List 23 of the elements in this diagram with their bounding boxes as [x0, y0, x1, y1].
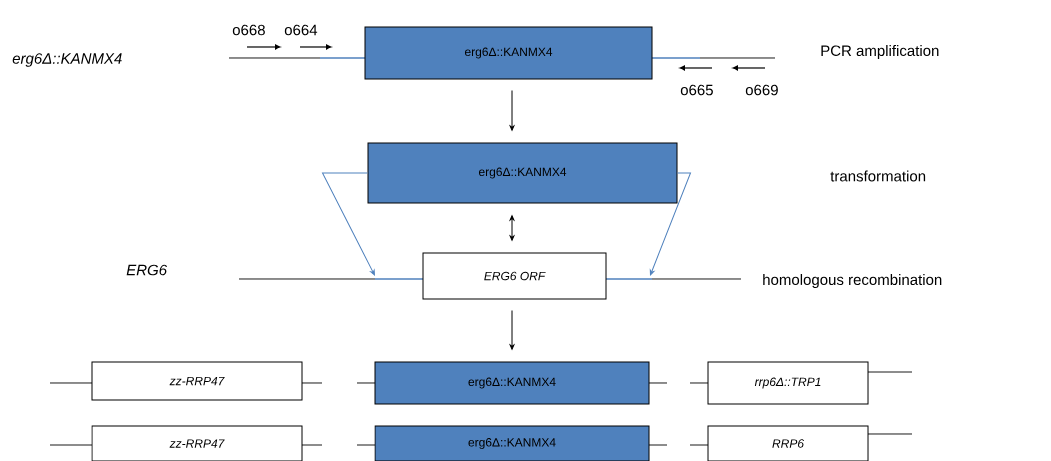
label-text: PCR amplification	[821, 45, 939, 59]
arrow	[509, 215, 515, 241]
gene-box: erg6Δ::KANMX4	[364, 26, 653, 80]
label-text: ERG6	[126, 264, 168, 276]
label-text: erg6Δ::KANMX4	[12, 53, 122, 67]
gene-box: erg6Δ::KANMX4	[367, 142, 678, 204]
gene-box: zz-RRP47	[91, 425, 303, 461]
gene-box: ERG6 ORF	[422, 252, 607, 300]
arrow	[509, 310, 515, 350]
label-text: homologous recombination	[763, 274, 942, 288]
gene-box: erg6Δ::KANMX4	[374, 361, 650, 405]
arrow	[322, 172, 375, 276]
gene-box: RRP6	[707, 425, 869, 461]
label-text: o668	[232, 24, 265, 36]
label-text: o664	[284, 24, 318, 36]
gene-box: zz-RRP47	[91, 361, 303, 401]
gene-box: rrp6Δ::TRP1	[707, 361, 869, 405]
arrow	[509, 90, 515, 131]
label-text: transformation	[830, 170, 926, 182]
gene-box: erg6Δ::KANMX4	[374, 425, 650, 461]
arrow	[649, 172, 691, 276]
label-text: o665	[680, 84, 713, 96]
label-text: o669	[745, 84, 778, 96]
